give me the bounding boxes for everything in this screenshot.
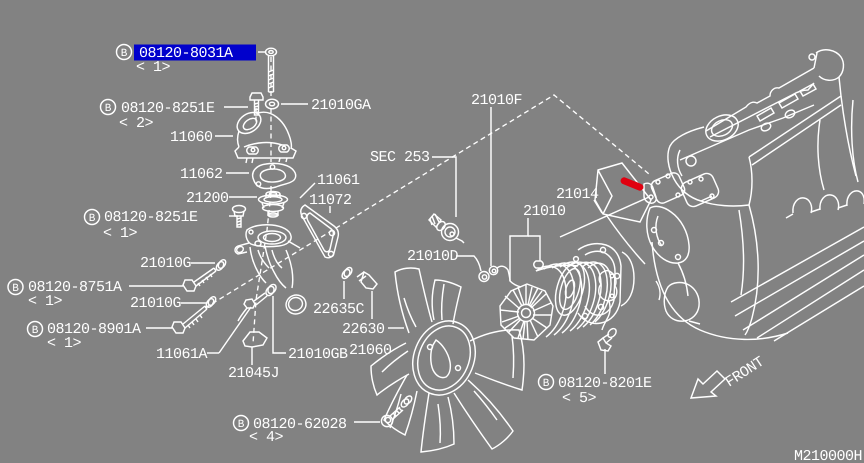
svg-text:08120-8751A: 08120-8751A [28, 279, 122, 296]
svg-text:21010G: 21010G [130, 295, 182, 312]
svg-text:08120-8251E: 08120-8251E [121, 100, 215, 117]
svg-text:B: B [238, 419, 245, 431]
svg-text:21010: 21010 [523, 203, 566, 220]
svg-text:22630: 22630 [342, 321, 385, 338]
svg-text:08120-8901A: 08120-8901A [47, 321, 141, 338]
svg-text:< 1>: < 1> [136, 59, 171, 76]
svg-text:21010GB: 21010GB [288, 346, 348, 363]
svg-text:22635C: 22635C [313, 301, 365, 318]
svg-text:08120-62028: 08120-62028 [253, 416, 347, 433]
svg-text:< 1>: < 1> [28, 293, 63, 310]
svg-text:< 1>: < 1> [47, 335, 82, 352]
svg-text:B: B [32, 325, 39, 337]
svg-text:B: B [121, 48, 128, 60]
svg-text:M210000H: M210000H [794, 448, 862, 463]
svg-text:11061A: 11061A [156, 346, 208, 363]
svg-text:21060: 21060 [349, 342, 392, 359]
svg-text:B: B [543, 378, 550, 390]
svg-text:B: B [89, 213, 96, 225]
svg-text:21014: 21014 [556, 186, 599, 203]
svg-text:B: B [12, 283, 19, 295]
svg-text:SEC 253: SEC 253 [370, 149, 430, 166]
svg-text:08120-8201E: 08120-8201E [558, 375, 652, 392]
svg-text:08120-8251E: 08120-8251E [104, 209, 198, 226]
svg-text:11061: 11061 [317, 172, 360, 189]
svg-text:< 5>: < 5> [562, 390, 597, 407]
svg-text:21010G: 21010G [140, 255, 192, 272]
svg-text:< 4>: < 4> [249, 429, 284, 446]
svg-text:11072: 11072 [309, 192, 352, 209]
svg-text:08120-8031A: 08120-8031A [139, 45, 233, 62]
svg-text:11062: 11062 [180, 166, 223, 183]
svg-text:< 1>: < 1> [103, 225, 138, 242]
svg-text:21010F: 21010F [471, 92, 522, 109]
svg-text:11060: 11060 [170, 129, 213, 146]
svg-text:21010D: 21010D [407, 248, 459, 265]
svg-text:B: B [105, 103, 112, 115]
svg-text:21200: 21200 [186, 190, 229, 207]
svg-text:21045J: 21045J [228, 365, 279, 382]
svg-text:21010GA: 21010GA [311, 97, 371, 114]
svg-text:< 2>: < 2> [119, 115, 154, 132]
